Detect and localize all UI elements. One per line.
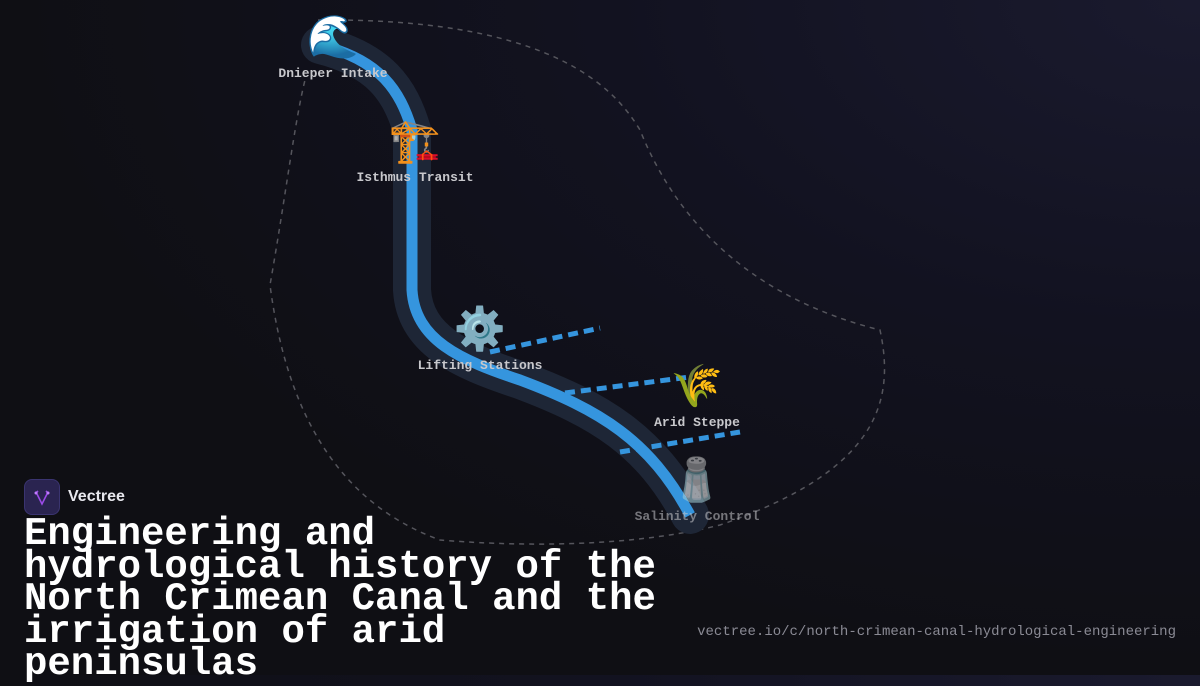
brand-name: Vectree	[68, 488, 125, 505]
branch-canal-1	[489, 325, 601, 355]
node-label: Salinity Control	[634, 509, 760, 524]
node-label: Arid Steppe	[654, 415, 740, 430]
water-wave-icon: 🌊	[306, 16, 360, 64]
node-isthmus-transit[interactable]: 🏗️ Isthmus Transit	[356, 120, 473, 186]
vectree-logo-icon	[24, 479, 60, 515]
canal-line	[318, 39, 695, 518]
page-url[interactable]: vectree.io/c/north-crimean-canal-hydrolo…	[697, 624, 1176, 640]
node-label: Lifting Stations	[417, 358, 543, 373]
construction-crane-icon: 🏗️	[388, 120, 442, 168]
node-dnieper-intake[interactable]: 🌊 Dnieper Intake	[278, 16, 387, 82]
branch-canal-3	[619, 429, 741, 455]
peninsula-outline	[269, 19, 886, 545]
wheat-icon: 🌾	[670, 365, 724, 413]
page-title: Engineering and hydrological history of …	[24, 512, 656, 686]
node-label: Dnieper Intake	[278, 66, 388, 81]
brand: Vectree	[24, 479, 125, 515]
salt-shaker-icon: 🧂	[670, 459, 724, 507]
gear-icon: ⚙️	[453, 308, 507, 356]
node-lifting-stations[interactable]: ⚙️ Lifting Stations	[418, 308, 543, 374]
node-label: Isthmus Transit	[356, 170, 474, 185]
branch-canal-2	[564, 374, 691, 396]
node-salinity-control[interactable]: 🧂 Salinity Control	[635, 459, 760, 525]
node-arid-steppe[interactable]: 🌾 Arid Steppe	[654, 365, 740, 431]
